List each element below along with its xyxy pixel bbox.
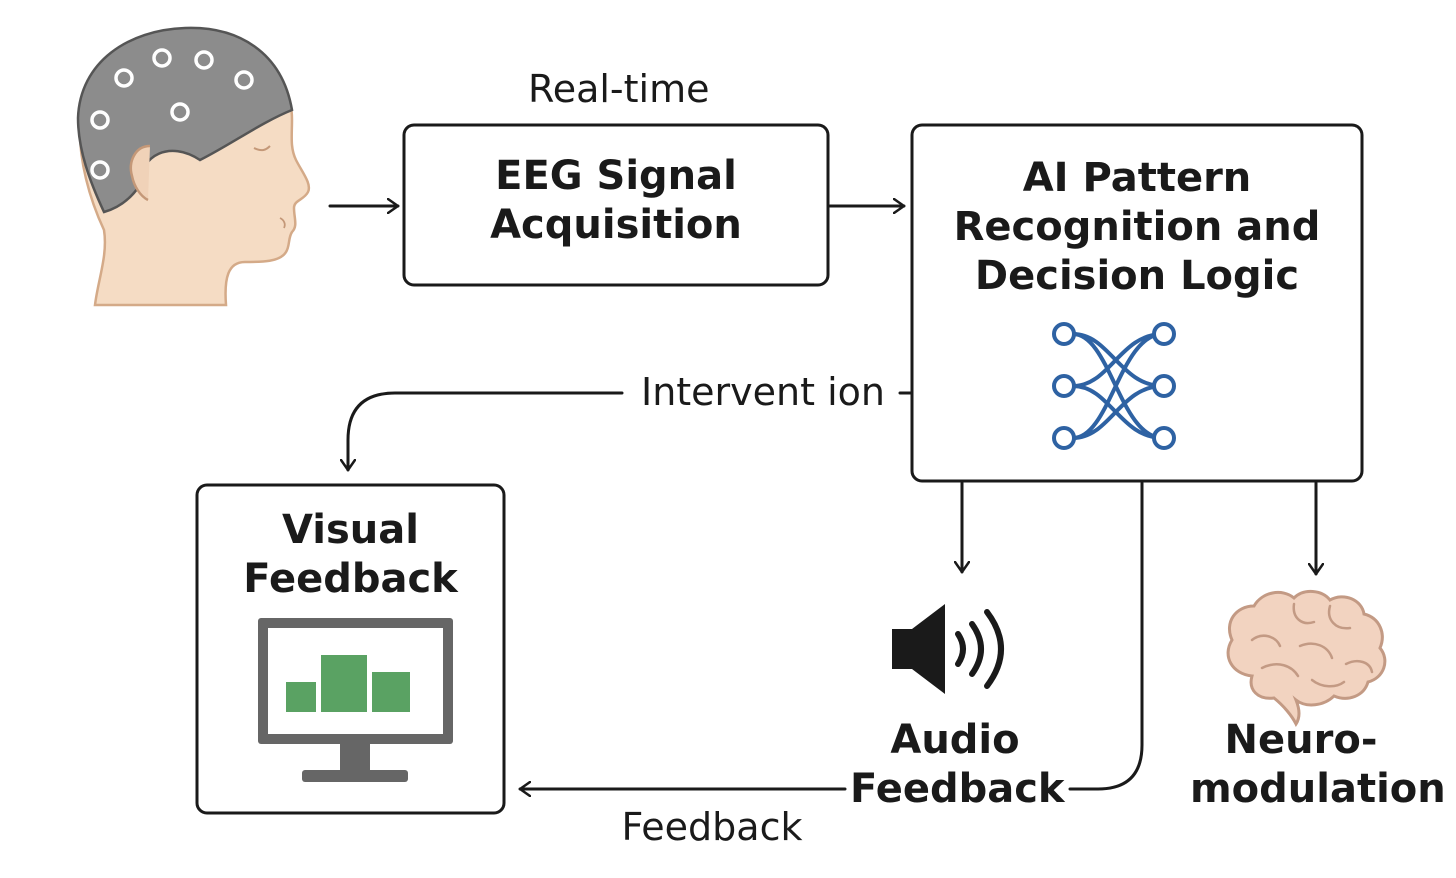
neuromodulation-label: Neuro- modulation [1190, 716, 1446, 814]
speaker-icon [892, 604, 1004, 694]
intervention-label: Intervent ion [640, 370, 885, 414]
neural-network-icon [1052, 322, 1176, 450]
ai-decision-title: AI Pattern Recognition and Decision Logi… [912, 154, 1362, 300]
ai-decision-box [910, 123, 1364, 483]
ai-title-line-1: AI Pattern [1022, 155, 1252, 201]
intervention-arrow [348, 391, 624, 472]
eeg-acquisition-box [402, 123, 830, 287]
ai-feedback-loop-line [1068, 481, 1144, 791]
audio-label-line-2: Feedback [850, 765, 1065, 812]
monitor-icon [258, 618, 453, 782]
neuro-label-line-2: modulation [1190, 765, 1446, 812]
audio-label-line-1: Audio [890, 717, 1020, 763]
visual-title-line-2: Feedback [243, 555, 458, 602]
audio-feedback-label: Audio Feedback [850, 716, 1065, 814]
brain-icon [1226, 590, 1387, 727]
feedback-label: Feedback [621, 805, 803, 849]
ai-title-line-2: Recognition and [953, 203, 1321, 250]
eeg-acquisition-title: EEG Signal Acquisition [404, 152, 828, 250]
connectors [328, 206, 1316, 791]
neuro-label-line-1: Neuro- [1224, 717, 1378, 763]
visual-feedback-box [195, 483, 506, 815]
realtime-label: Real-time [528, 67, 710, 111]
visual-title-line-1: Visual [282, 507, 419, 553]
eeg-title-line-2: Acquisition [490, 201, 742, 248]
eeg-title-line-1: EEG Signal [495, 153, 737, 199]
visual-feedback-title: Visual Feedback [197, 506, 504, 604]
ai-title-line-3: Decision Logic [974, 252, 1300, 299]
eeg-cap-head-icon [76, 26, 311, 307]
